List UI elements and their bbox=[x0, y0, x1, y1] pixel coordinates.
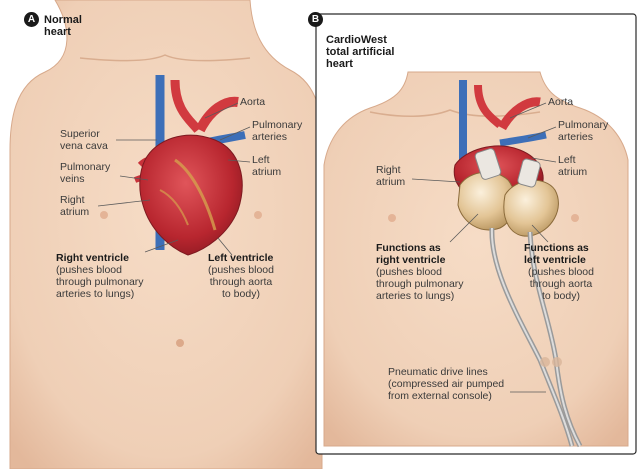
label-right-atrium-b: Right atrium bbox=[376, 164, 406, 188]
label-functions-right-desc: (pushes blood through pulmonary arteries… bbox=[376, 266, 464, 302]
nipple-left-b bbox=[388, 214, 396, 222]
label-drive-lines: Pneumatic drive lines (compressed air pu… bbox=[388, 366, 505, 402]
panel-a-title: Normal heart bbox=[44, 14, 82, 38]
panel-a-heart bbox=[133, 75, 246, 256]
label-right-ventricle-title: Right ventricle bbox=[56, 252, 129, 264]
label-left-atrium-b: Left atrium bbox=[558, 154, 588, 178]
label-pulmonary-arteries-a: Pulmonary arteries bbox=[252, 119, 303, 143]
panel-b-leaders bbox=[411, 102, 557, 393]
label-right-ventricle-desc: (pushes blood through pulmonary arteries… bbox=[56, 264, 144, 300]
label-functions-right-title: Functions as right ventricle bbox=[376, 242, 446, 266]
pneumatic-drive-lines bbox=[489, 227, 583, 448]
panel-b-title: CardioWest total artificial heart bbox=[326, 34, 395, 70]
label-functions-left-title: Functions as left ventricle bbox=[524, 242, 589, 266]
panel-b-badge: B bbox=[308, 12, 323, 27]
nipple-left bbox=[100, 211, 108, 219]
label-left-ventricle-title: Left ventricle bbox=[208, 252, 274, 264]
label-functions-left-desc: (pushes blood through aorta to body) bbox=[528, 266, 594, 302]
artificial-left-ventricle bbox=[503, 158, 559, 237]
panel-a-leaders bbox=[97, 102, 251, 256]
panel-b-heart-device bbox=[453, 80, 583, 448]
label-pulmonary-veins: Pulmonary veins bbox=[60, 161, 111, 185]
label-left-ventricle-desc: (pushes blood through aorta to body) bbox=[208, 264, 274, 300]
label-aorta-a: Aorta bbox=[240, 96, 266, 108]
label-left-atrium-a: Left atrium bbox=[252, 154, 282, 178]
nipple-right bbox=[254, 211, 262, 219]
navel bbox=[176, 339, 184, 347]
nipple-right-b bbox=[571, 214, 579, 222]
label-pulmonary-arteries-b: Pulmonary arteries bbox=[558, 119, 609, 143]
label-right-atrium-a: Right atrium bbox=[60, 194, 90, 218]
label-superior-vena-cava: Superior vena cava bbox=[60, 128, 108, 152]
label-aorta-b: Aorta bbox=[548, 96, 574, 108]
panel-a-badge: A bbox=[24, 12, 39, 27]
